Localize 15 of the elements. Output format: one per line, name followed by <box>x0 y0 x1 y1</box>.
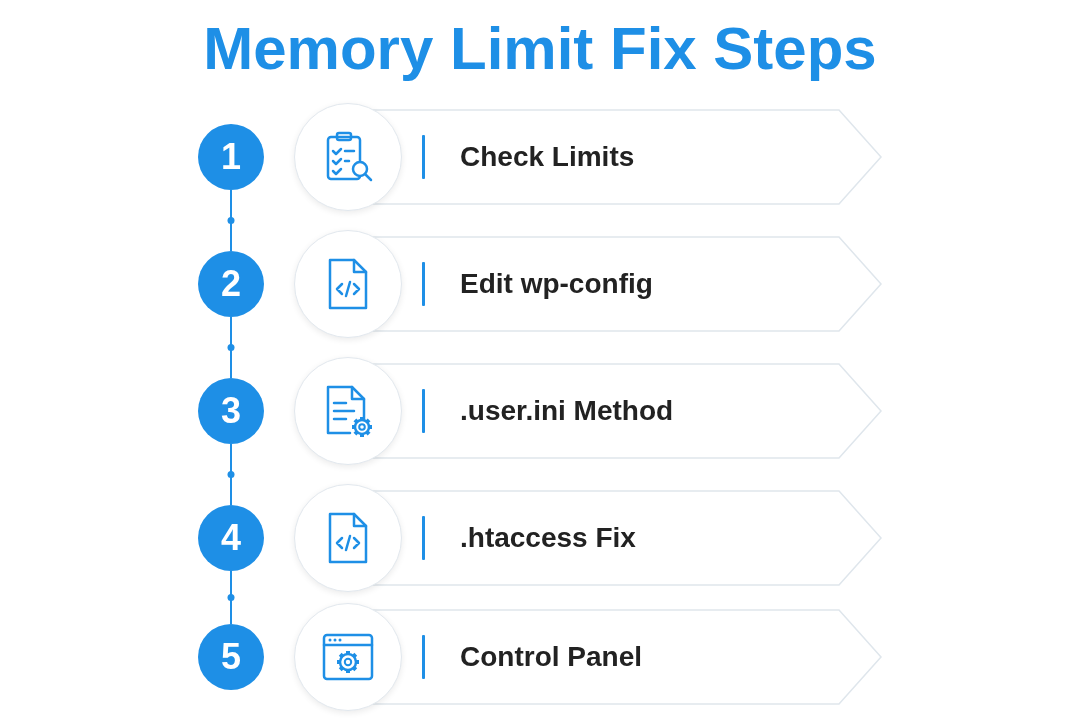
step-label: Edit wp-config <box>460 267 653 301</box>
step-label: .htaccess Fix <box>460 521 636 555</box>
step-label: .user.ini Method <box>460 394 674 428</box>
step-label: Control Panel <box>460 640 642 674</box>
title: Memory Limit Fix Steps <box>202 14 878 83</box>
step-number-circle: 2 <box>198 251 264 317</box>
step-number-circle: 1 <box>198 124 264 190</box>
connector-line <box>230 189 232 252</box>
step-number-circle: 4 <box>198 505 264 571</box>
step-label: Check Limits <box>460 140 635 174</box>
connector-line <box>230 570 232 625</box>
connector-line <box>230 443 232 506</box>
connector-line <box>230 316 232 379</box>
step-number-circle: 5 <box>198 624 264 690</box>
step-number-circle: 3 <box>198 378 264 444</box>
